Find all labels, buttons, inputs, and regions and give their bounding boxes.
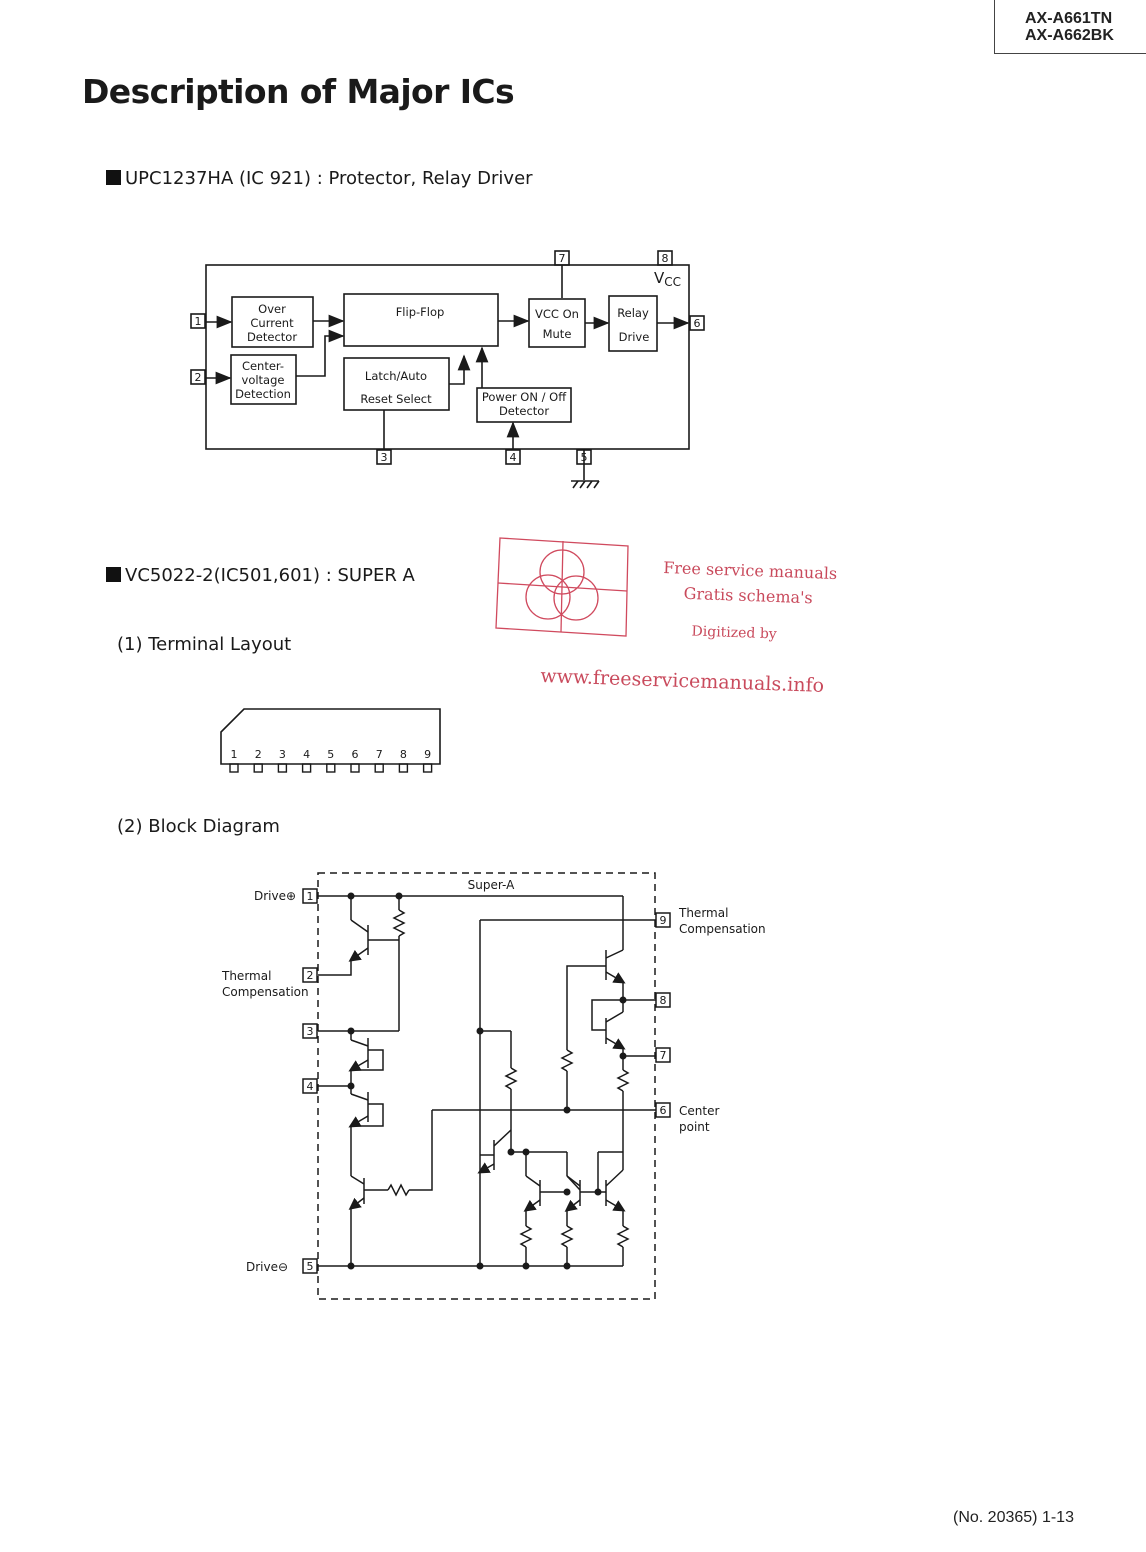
ic1-heading: UPC1237HA (IC 921) : Protector, Relay Dr… [106, 168, 533, 189]
bullet-square-icon [106, 567, 121, 582]
model-number-1: AX-A661TN [1025, 10, 1113, 27]
sip-pin-label-4: 4 [303, 748, 310, 761]
ic2-pin-3: 3 [307, 1025, 314, 1038]
sip-pin-6 [350, 763, 360, 773]
ic2-pin-5: 5 [307, 1260, 314, 1273]
ic2-pin-4: 4 [307, 1080, 314, 1093]
watermark-line3: Digitized by [691, 624, 777, 643]
over-current-line1: Over [258, 302, 286, 316]
sip-pin-label-2: 2 [255, 748, 262, 761]
super-a-title: Super-A [468, 878, 515, 892]
sip-pin-label-9: 9 [424, 748, 431, 761]
watermark-line2: Gratis schema's [683, 584, 813, 607]
ic2-pin-7: 7 [660, 1049, 667, 1062]
sip-pin-label-7: 7 [376, 748, 383, 761]
ic1-outline [205, 264, 690, 450]
relay-drive-line1: Relay [617, 306, 649, 320]
center-point-line2: point [679, 1120, 710, 1134]
drive-plus-label: Drive⊕ [254, 889, 296, 903]
watermark-logo-icon [495, 537, 629, 637]
relay-drive-line2: Drive [619, 330, 650, 344]
sip-pin-3 [277, 763, 288, 773]
ic2-pin-8: 8 [660, 994, 667, 1007]
terminal-layout-title: (1) Terminal Layout [117, 634, 292, 655]
sip-pin-2 [253, 763, 263, 773]
model-number-box: AX-A661TN AX-A662BK [994, 0, 1146, 54]
model-number-2: AX-A662BK [1025, 27, 1114, 44]
ic2-pin-9: 9 [660, 914, 667, 927]
sip-pin-label-8: 8 [400, 748, 407, 761]
ic1-pin-2: 2 [195, 371, 202, 384]
sip-pin-label-3: 3 [279, 748, 286, 761]
ic1-pin-3: 3 [381, 451, 388, 464]
ic2-pin-2: 2 [307, 969, 314, 982]
right-thermal-line2: Compensation [679, 922, 766, 936]
power-detector-line1: Power ON / Off [482, 390, 567, 404]
block-diagram-title: (2) Block Diagram [117, 816, 280, 837]
center-voltage-line1: Center- [242, 359, 284, 373]
left-thermal-line1: Thermal [221, 969, 271, 983]
sip-pin-label-5: 5 [327, 748, 334, 761]
latch-line2: Reset Select [360, 392, 432, 406]
power-detector-line2: Detector [499, 404, 549, 418]
ic1-heading-text: UPC1237HA (IC 921) : Protector, Relay Dr… [125, 168, 533, 189]
ic1-pin-6: 6 [694, 317, 701, 330]
ic1-pin-1: 1 [195, 315, 202, 328]
vcc-mute-line1: VCC On [535, 307, 579, 321]
sip-pin-8 [398, 763, 409, 773]
ic2-pin-1: 1 [307, 890, 314, 903]
power-detector-block [476, 387, 572, 423]
bullet-square-icon [106, 170, 121, 185]
ic1-pin-8: 8 [662, 252, 669, 265]
left-thermal-line2: Compensation [222, 985, 309, 999]
latch-line1: Latch/Auto [365, 369, 427, 383]
vcc-label: VCC [654, 269, 681, 289]
ic2-pin-6: 6 [660, 1104, 667, 1117]
sip-pin-5 [326, 763, 336, 773]
over-current-line3: Detector [247, 330, 297, 344]
sip-pin-7 [374, 763, 384, 773]
ic2-heading-text: VC5022-2(IC501,601) : SUPER A [125, 565, 415, 586]
sip-pin-4 [301, 763, 312, 773]
center-voltage-line3: Detection [235, 387, 291, 401]
center-voltage-line2: voltage [242, 373, 285, 387]
sip-pin-label-1: 1 [231, 748, 238, 761]
ic1-pin-7: 7 [559, 252, 566, 265]
sip-pin-1 [229, 763, 239, 773]
over-current-line2: Current [250, 316, 294, 330]
sip-pin-9 [422, 763, 433, 773]
page-reference: (No. 20365) 1-13 [953, 1509, 1074, 1526]
drive-minus-label: Drive⊖ [246, 1260, 288, 1274]
sip-pin-label-6: 6 [352, 748, 359, 761]
center-point-line1: Center [679, 1104, 719, 1118]
right-thermal-line1: Thermal [678, 906, 728, 920]
vcc-mute-line2: Mute [543, 327, 572, 341]
page-title: Description of Major ICs [82, 72, 515, 111]
ic1-pin-5: 5 [581, 451, 588, 464]
flip-flop-label: Flip-Flop [396, 305, 445, 319]
ic1-pin-4: 4 [510, 451, 517, 464]
ic2-heading: VC5022-2(IC501,601) : SUPER A [106, 565, 415, 586]
